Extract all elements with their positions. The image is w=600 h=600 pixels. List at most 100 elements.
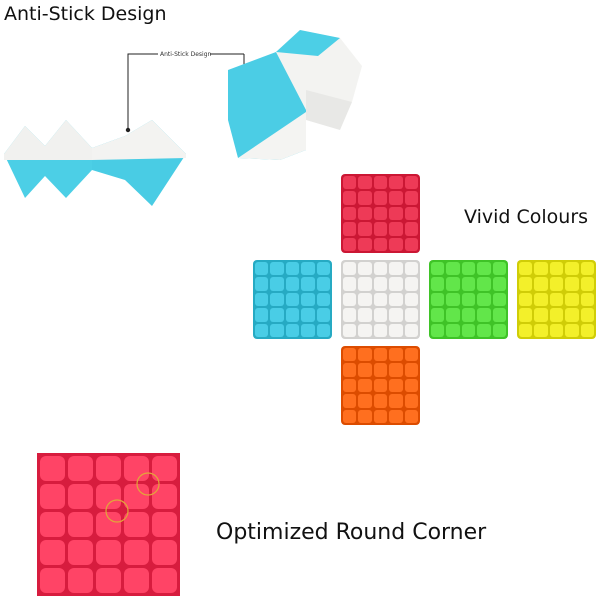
sticker: [40, 568, 65, 593]
sticker: [373, 363, 388, 377]
sticker: [404, 348, 418, 362]
sticker: [358, 237, 372, 251]
sticker: [389, 277, 403, 291]
sticker: [404, 323, 418, 337]
sticker: [316, 308, 330, 322]
sticker: [255, 292, 269, 307]
sticker: [565, 323, 579, 337]
sticker: [519, 308, 533, 322]
sticker: [549, 308, 564, 322]
sticker: [534, 292, 548, 307]
sticker: [549, 262, 564, 276]
cube-face-blue: [253, 260, 332, 339]
sticker: [565, 262, 579, 276]
sticker: [461, 308, 476, 322]
sticker: [124, 484, 149, 509]
sticker: [96, 568, 121, 593]
sticker: [152, 512, 177, 537]
sticker: [477, 323, 491, 337]
sticker: [343, 262, 357, 276]
sticker: [404, 176, 418, 190]
sticker: [358, 277, 372, 291]
round-corner-face: [37, 453, 180, 596]
sticker: [270, 323, 284, 337]
sticker: [343, 176, 357, 190]
sticker: [492, 277, 506, 291]
anti-stick-heading: Anti-Stick Design: [4, 3, 167, 25]
sticker: [124, 512, 149, 537]
sticker: [68, 484, 93, 509]
sticker: [124, 540, 149, 565]
sticker: [580, 262, 594, 276]
sticker: [389, 348, 403, 362]
sticker: [343, 323, 357, 337]
sticker: [68, 568, 93, 593]
sticker: [431, 308, 445, 322]
sticker: [404, 191, 418, 205]
sticker: [358, 206, 372, 221]
cube-face-white: [341, 260, 420, 339]
sticker: [40, 512, 65, 537]
sticker: [152, 540, 177, 565]
sticker: [270, 277, 284, 291]
sticker: [389, 237, 403, 251]
sticker: [580, 308, 594, 322]
sticker: [373, 191, 388, 205]
sticker: [446, 323, 460, 337]
round-corner-heading: Optimized Round Corner: [216, 520, 487, 545]
sticker: [580, 323, 594, 337]
split-piece-left: [4, 120, 186, 206]
sticker: [285, 277, 300, 291]
sticker: [40, 540, 65, 565]
sticker: [343, 237, 357, 251]
callout-dot: [125, 127, 131, 133]
cube-face-red: [341, 174, 420, 253]
sticker: [373, 206, 388, 221]
sticker: [343, 222, 357, 236]
sticker: [373, 176, 388, 190]
sticker: [404, 363, 418, 377]
sticker: [343, 292, 357, 307]
sticker: [580, 277, 594, 291]
sticker: [96, 456, 121, 481]
sticker: [270, 292, 284, 307]
sticker: [519, 262, 533, 276]
sticker: [373, 262, 388, 276]
sticker: [255, 262, 269, 276]
sticker: [68, 540, 93, 565]
sticker: [565, 277, 579, 291]
sticker: [152, 456, 177, 481]
sticker: [373, 348, 388, 362]
callout-line: [127, 53, 158, 130]
sticker: [565, 292, 579, 307]
sticker: [373, 308, 388, 322]
sticker: [389, 222, 403, 236]
sticker: [285, 292, 300, 307]
sticker: [285, 323, 300, 337]
sticker: [446, 277, 460, 291]
sticker: [40, 484, 65, 509]
sticker: [373, 378, 388, 393]
sticker: [534, 323, 548, 337]
sticker: [270, 262, 284, 276]
sticker: [431, 323, 445, 337]
sticker: [124, 456, 149, 481]
sticker: [343, 308, 357, 322]
sticker: [477, 292, 491, 307]
sticker: [152, 568, 177, 593]
sticker: [343, 206, 357, 221]
sticker: [343, 348, 357, 362]
sticker: [152, 484, 177, 509]
sticker: [285, 308, 300, 322]
sticker: [373, 277, 388, 291]
sticker: [270, 308, 284, 322]
sticker: [404, 394, 418, 408]
sticker: [358, 222, 372, 236]
sticker: [446, 292, 460, 307]
sticker: [96, 484, 121, 509]
sticker: [255, 308, 269, 322]
sticker: [477, 308, 491, 322]
sticker: [446, 262, 460, 276]
sticker: [301, 323, 315, 337]
sticker: [358, 323, 372, 337]
